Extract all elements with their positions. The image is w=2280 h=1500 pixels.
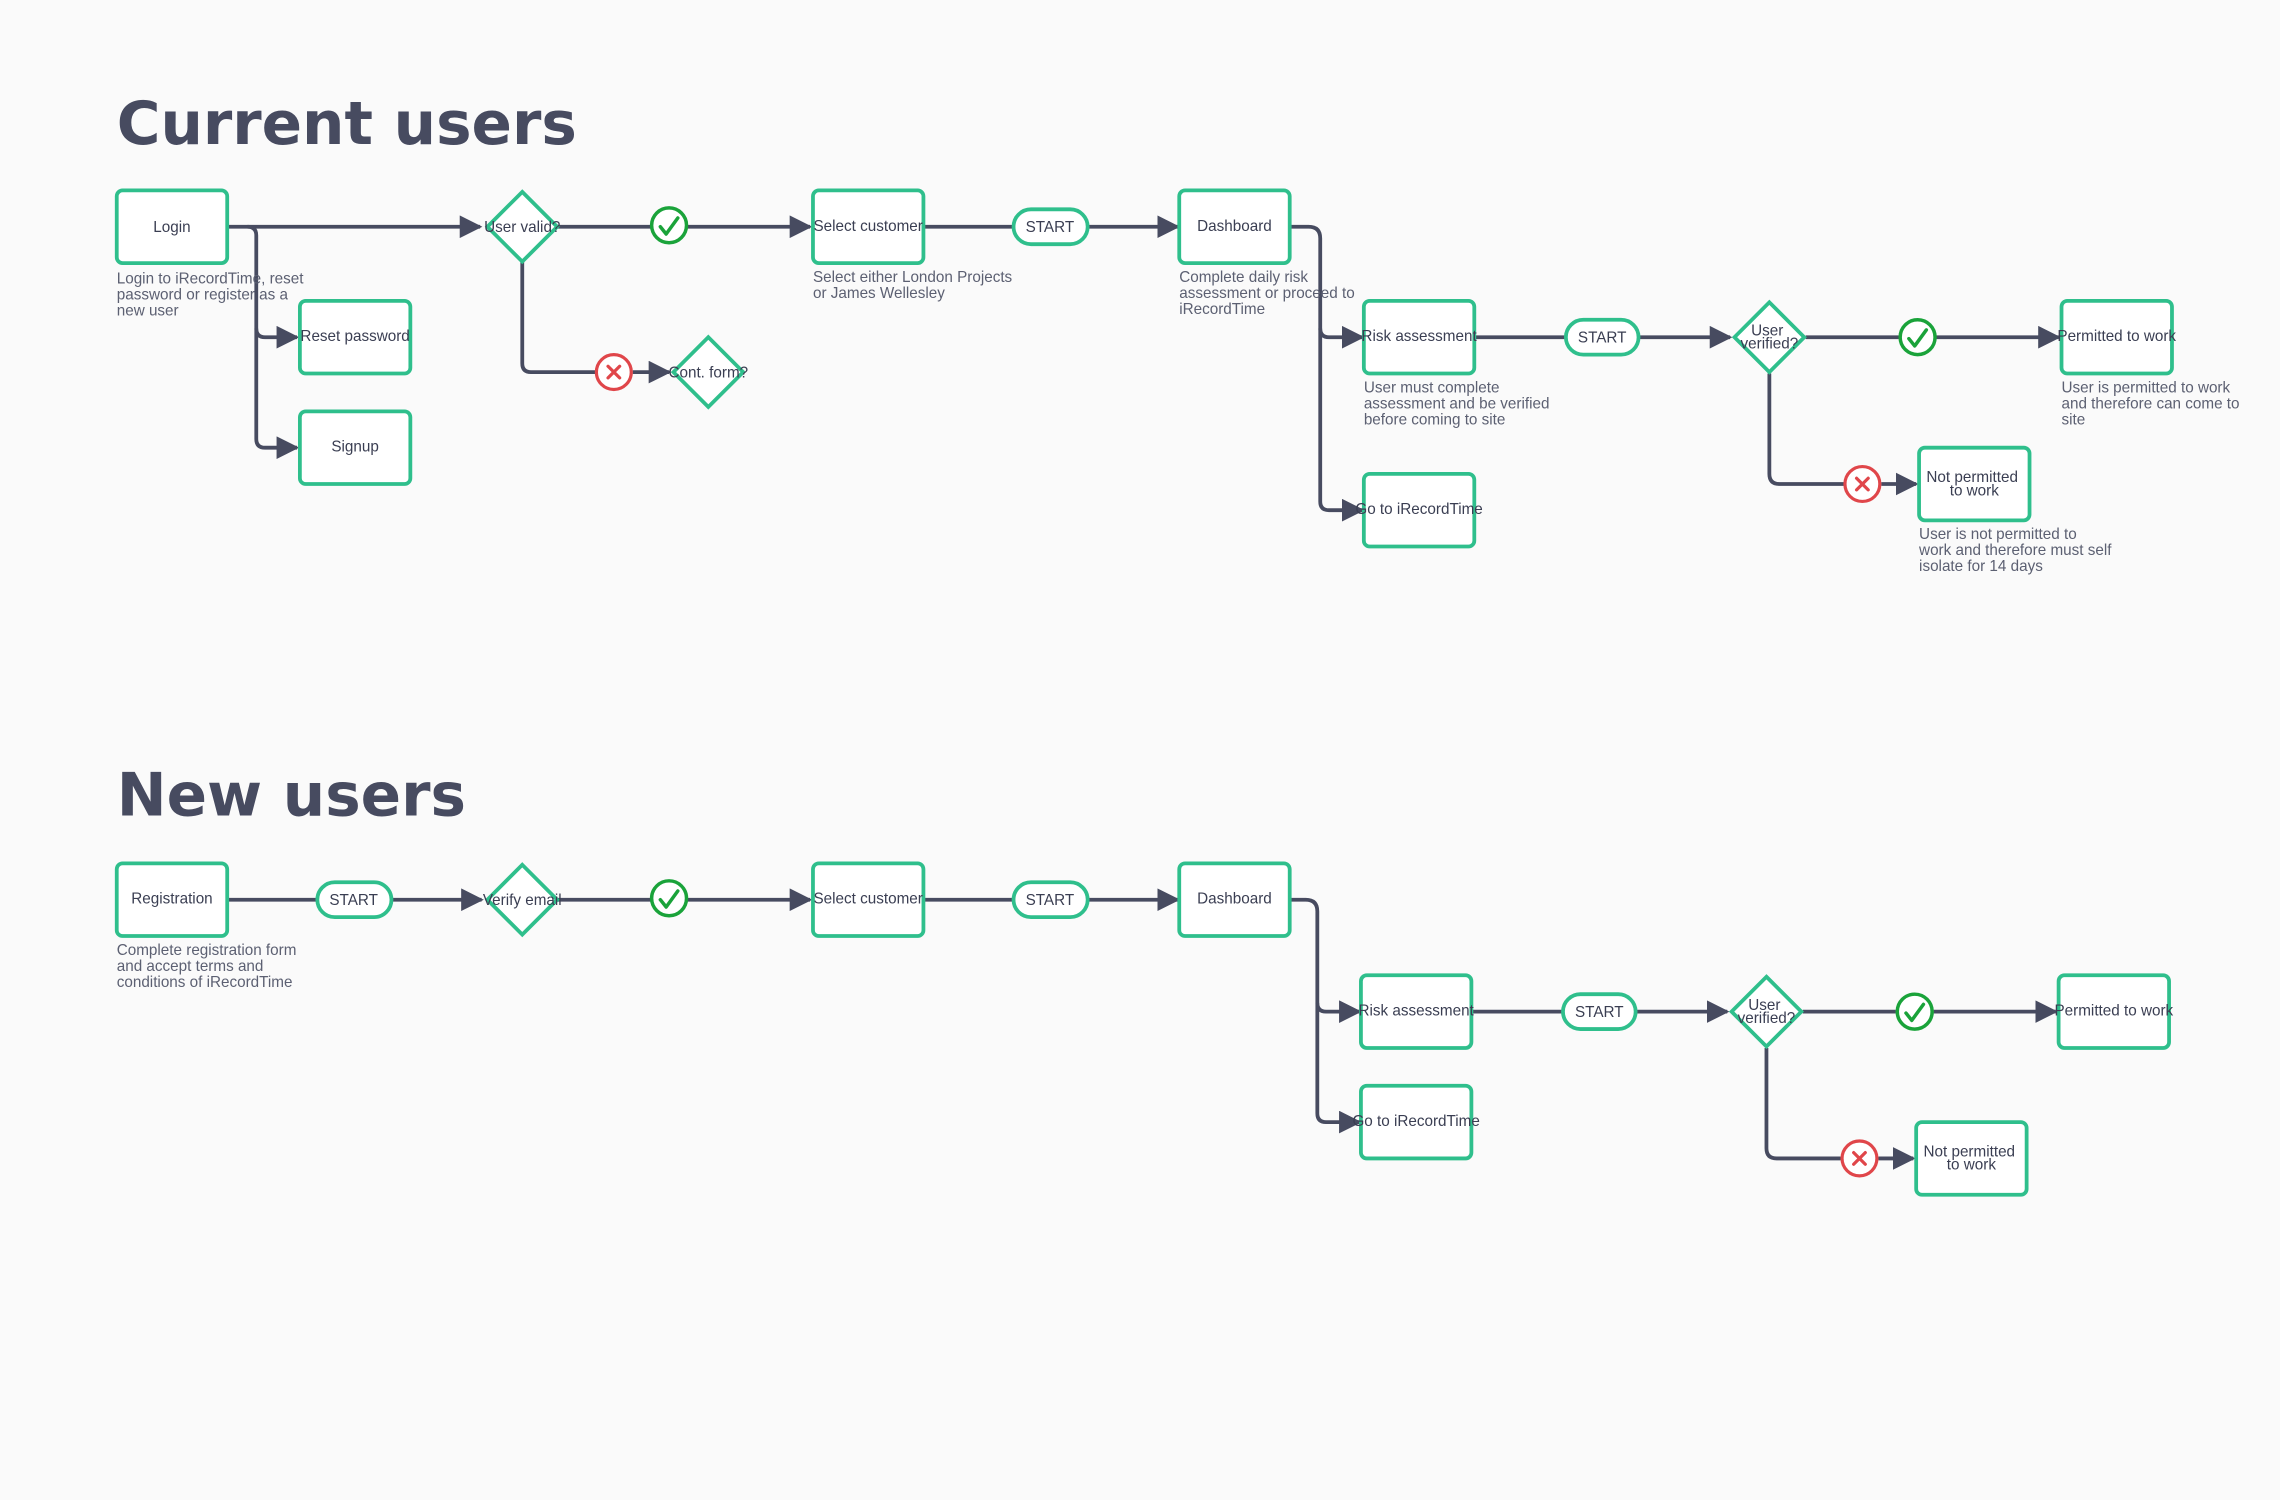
connector-dashboard-to-go-irt [1318,328,1365,522]
node-permitted-to-work[interactable]: Permitted to work [2057,298,2176,376]
decision-user-valid-label: User valid? [484,219,560,236]
new-connectors [227,888,2058,1170]
node-registration[interactable]: Registration [114,861,230,938]
cross-circle-icon [1843,464,1882,504]
start-terminal-label: START [1026,219,1075,236]
connector-dashboard-to-go-irt [1315,1002,1362,1134]
node-select-customer-label: Select customer [814,218,923,235]
note-risk-assessment: User must complete assessment and be ver… [1364,379,1554,428]
note-not-permitted-to-work: User is not permitted to work and theref… [1918,526,2116,575]
node-risk-assessment-label: Risk assessment [1361,328,1477,345]
node-select-customer[interactable]: Select customer [811,188,926,265]
decision-user-verified[interactable]: User verified? [1728,974,1805,1050]
node-not-permitted-to-work[interactable]: Not permitted to work [1914,1120,2029,1197]
node-go-to-irecordtime[interactable]: Go to iRecordTime [1355,471,1483,549]
node-permitted-to-work-label: Permitted to work [2057,328,2176,345]
check-circle-icon [1895,992,1934,1031]
cross-circle-icon [1840,1139,1879,1178]
node-login[interactable]: Login [114,188,230,265]
note-login: Login to iRecordTime, reset password or … [117,270,308,319]
start-terminal: START [1561,992,1638,1031]
note-select-customer: Select either London Projects or James W… [813,269,1016,302]
section-title-new-users: New users [117,761,466,830]
node-go-to-irecordtime-label: Go to iRecordTime [1355,501,1482,518]
connector-to-signup [254,328,300,460]
node-signup[interactable]: Signup [297,409,413,486]
node-permitted-to-work[interactable]: Permitted to work [2055,973,2174,1050]
start-terminal: START [1011,207,1090,247]
node-signup-label: Signup [331,439,379,456]
node-registration-label: Registration [131,891,212,908]
node-not-permitted-to-work-label: Not permitted to work [1923,1144,2019,1174]
node-permitted-to-work-label: Permitted to work [2055,1003,2174,1020]
connector-dashboard-to-risk [1289,897,1362,1023]
node-not-permitted-to-work-label: Not permitted to work [1926,469,2022,499]
note-dashboard: Complete daily risk assessment or procee… [1179,269,1359,318]
start-terminal: START [315,880,394,920]
node-select-customer[interactable]: Select customer [811,861,926,938]
node-reset-password-label: Reset password [300,328,409,345]
connector-user-valid-to-cross [520,261,597,374]
decision-cont-form[interactable]: Cont. form? [668,334,748,410]
start-terminal-label: START [1578,330,1627,347]
connector-dashboard-to-risk [1289,224,1365,349]
decision-user-verified[interactable]: User verified? [1731,299,1807,375]
node-risk-assessment[interactable]: Risk assessment [1361,298,1477,376]
node-go-to-irecordtime-label: Go to iRecordTime [1352,1113,1479,1130]
check-circle-icon [649,879,689,918]
node-not-permitted-to-work[interactable]: Not permitted to work [1917,445,2032,523]
node-login-label: Login [153,219,190,236]
connector-verified-to-cross [1767,373,1844,486]
node-dashboard-label: Dashboard [1197,891,1272,908]
decision-verify-email[interactable]: Verify email [483,862,562,938]
decision-cont-form-label: Cont. form? [668,365,748,382]
start-terminal-label: START [329,892,378,909]
note-registration: Complete registration form and accept te… [117,942,301,991]
connector-verified-to-cross [1764,1047,1841,1161]
decision-user-verified-label: User verified? [1738,997,1796,1027]
note-permitted-to-work: User is permitted to work and therefore … [2062,379,2244,428]
node-risk-assessment-label: Risk assessment [1359,1003,1475,1020]
node-risk-assessment[interactable]: Risk assessment [1359,973,1475,1050]
node-dashboard[interactable]: Dashboard [1177,188,1292,265]
start-terminal-label: START [1026,892,1075,909]
start-terminal: START [1011,880,1090,920]
start-terminal: START [1563,317,1641,357]
check-circle-icon [649,206,689,245]
cross-circle-icon [594,353,633,392]
node-dashboard-label: Dashboard [1197,218,1272,235]
node-reset-password[interactable]: Reset password [297,298,413,376]
decision-user-valid[interactable]: User valid? [484,189,560,265]
node-dashboard[interactable]: Dashboard [1177,861,1292,938]
section-title-current-users: Current users [117,90,577,159]
start-terminal-label: START [1575,1004,1624,1021]
node-select-customer-label: Select customer [814,891,923,908]
decision-user-verified-label: User verified? [1741,322,1799,352]
decision-verify-email-label: Verify email [483,892,562,909]
check-circle-icon [1898,318,1937,357]
node-go-to-irecordtime[interactable]: Go to iRecordTime [1352,1083,1480,1161]
current-connectors [227,215,2061,522]
